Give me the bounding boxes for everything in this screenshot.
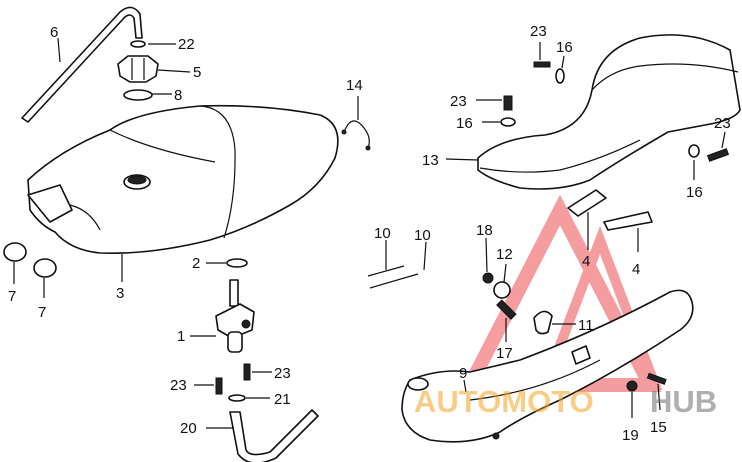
leader-15 bbox=[657, 383, 661, 411]
callout-1: 1 bbox=[177, 328, 185, 345]
callout-23e: 23 bbox=[274, 365, 291, 382]
leader-10b bbox=[423, 241, 427, 271]
callout-19: 19 bbox=[622, 427, 639, 444]
valve-hose-part bbox=[228, 394, 319, 462]
callout-3: 3 bbox=[116, 285, 124, 302]
rubber-cushion-part bbox=[3, 242, 57, 278]
callout-22: 22 bbox=[178, 36, 195, 53]
callout-5: 5 bbox=[193, 64, 201, 81]
callout-14: 14 bbox=[346, 77, 363, 94]
fuel-cap-part bbox=[117, 40, 159, 101]
callout-23d: 23 bbox=[170, 377, 187, 394]
fuel-tank-part bbox=[27, 104, 339, 255]
watermark-brand-part2: HUB bbox=[650, 384, 717, 419]
rubber-pad-part bbox=[567, 189, 653, 231]
callout-12: 12 bbox=[496, 246, 513, 263]
washer-part bbox=[226, 258, 248, 268]
leader-12 bbox=[503, 263, 507, 283]
leader-23c bbox=[721, 131, 726, 149]
callout-6: 6 bbox=[50, 24, 58, 41]
callout-4a: 4 bbox=[582, 253, 590, 270]
bracket-part bbox=[496, 299, 553, 335]
callout-7b: 7 bbox=[38, 304, 46, 321]
leader-16a bbox=[561, 55, 565, 69]
callout-4b: 4 bbox=[632, 261, 640, 278]
callout-23a: 23 bbox=[530, 23, 547, 40]
fuel-hose-part bbox=[21, 6, 143, 123]
nut-collar-part bbox=[482, 272, 511, 299]
valve-screws bbox=[215, 363, 251, 395]
callout-16c: 16 bbox=[686, 184, 703, 201]
callout-11: 11 bbox=[578, 317, 594, 334]
callout-23b: 23 bbox=[450, 93, 467, 110]
watermark-text: AUTOMOTO HUB bbox=[414, 384, 717, 419]
leader-6 bbox=[57, 37, 61, 63]
leader-13 bbox=[445, 158, 479, 161]
callout-2: 2 bbox=[192, 255, 200, 272]
muffler-nut-bolt bbox=[626, 372, 667, 392]
callout-23c: 23 bbox=[714, 115, 731, 132]
bolt-washer-set-c bbox=[688, 144, 730, 162]
muffler-part bbox=[401, 289, 694, 443]
callout-9: 9 bbox=[459, 365, 467, 382]
callout-16b: 16 bbox=[456, 115, 473, 132]
bolt-washer-set-b bbox=[500, 95, 516, 127]
callout-17: 17 bbox=[496, 345, 513, 362]
callout-20: 20 bbox=[180, 420, 197, 437]
watermark-brand-part1: AUTOMOTO bbox=[414, 384, 594, 419]
callout-8: 8 bbox=[174, 87, 182, 104]
callout-18: 18 bbox=[476, 222, 493, 239]
callout-15: 15 bbox=[650, 419, 667, 436]
callout-10a: 10 bbox=[374, 225, 391, 242]
callout-7a: 7 bbox=[8, 288, 16, 305]
callout-13: 13 bbox=[422, 152, 439, 169]
leader-18 bbox=[485, 237, 488, 273]
tube-part bbox=[367, 265, 419, 289]
callout-16a: 16 bbox=[556, 39, 573, 56]
clip-part bbox=[341, 120, 371, 151]
callout-21: 21 bbox=[274, 391, 291, 408]
leader-5 bbox=[157, 69, 191, 73]
seat-part bbox=[477, 34, 741, 190]
fuel-valve-part bbox=[215, 279, 255, 353]
bolt-washer-set-a bbox=[533, 61, 565, 84]
leader-9 bbox=[463, 379, 467, 393]
callout-10b: 10 bbox=[414, 227, 431, 244]
